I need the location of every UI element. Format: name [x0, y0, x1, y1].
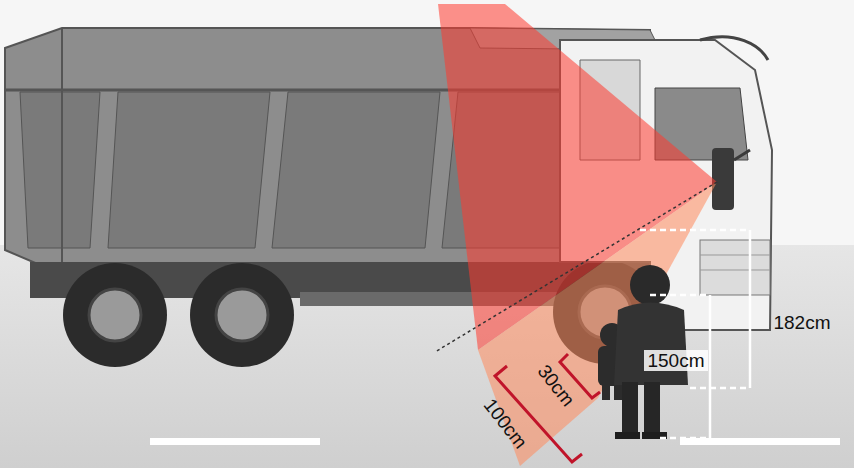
dimension-label: 182cm: [770, 312, 833, 333]
dimension-label: 100cm: [478, 392, 533, 455]
dimension-label: 30cm: [532, 358, 581, 412]
blind-spot-cone: [478, 182, 717, 466]
road-marking: [150, 438, 320, 445]
dimension-lines: [640, 230, 750, 438]
dimension-label: 150cm: [644, 350, 707, 371]
